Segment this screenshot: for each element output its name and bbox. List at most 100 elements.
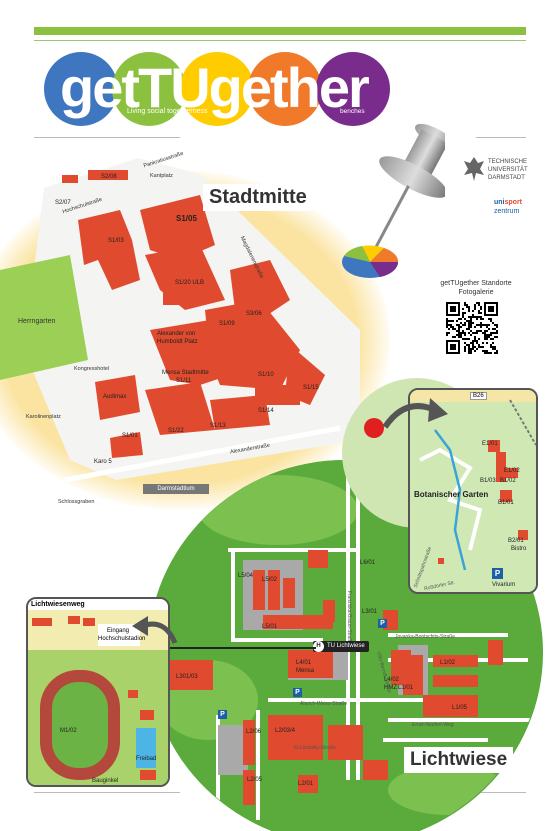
lw-l5-01: L5/01 [262,624,278,630]
qr-module [488,318,490,320]
lw-street-alarich: Alarich-Weiss-Straße [300,701,348,707]
inset-buildings [128,690,156,780]
botanic-title: Botanischer Garten [414,490,489,499]
qr-module [486,324,488,326]
qr-module [462,316,464,318]
qr-module [478,330,480,332]
qr-finder [450,344,456,350]
qr-module [486,352,488,354]
botanic-paths [419,447,483,551]
inset-entrance-line-1: Eingang [106,628,130,634]
qr-module [482,318,484,320]
qr-module [468,332,470,334]
qr-module [474,316,476,318]
qr-module [468,326,470,328]
qr-module [462,308,464,310]
qr-module [470,318,472,320]
qr-module [446,324,448,326]
qr-module [452,328,454,330]
qr-module [484,350,486,352]
logo-circles [44,52,390,126]
botanic-buildings [438,440,528,564]
qr-module [474,346,476,348]
qr-module [450,324,452,326]
qr-module [468,316,470,318]
qr-module [462,330,464,332]
qr-module [456,334,458,336]
lichtwiese-map[interactable] [148,460,543,831]
qr-module [452,320,454,322]
qr-module [478,302,480,304]
lw-street-franziska: Franziska-Braun-Straße [346,590,353,645]
qr-module [464,332,466,334]
qr-module [472,340,474,342]
tu-line-1: TECHNISCHE [488,159,528,165]
qr-module [480,326,482,328]
qr-module [448,332,450,334]
qr-module [480,316,482,318]
qr-module [480,330,482,332]
qr-code-icon[interactable] [444,300,500,356]
lw-l2-06: L2/06 [246,729,262,735]
bot-e1-02: E1/02 [504,468,520,474]
qr-module [476,316,478,318]
bldg-s1-09: S1/09 [219,321,235,327]
qr-module [476,330,478,332]
qr-module [472,322,474,324]
qr-module [492,338,494,340]
qr-module [468,320,470,322]
botanic-grass [410,390,536,592]
botanic-inset[interactable] [408,388,538,594]
qr-module [470,322,472,324]
lw-l4-01: L4/01 [296,660,312,666]
botanic-rail [509,399,536,446]
qr-module [460,336,462,338]
qr-module [486,338,488,340]
qr-module [494,352,496,354]
lw-mensa: Mensa [296,668,315,674]
bldg-s1-01: S1/01 [122,433,138,439]
qr-module [476,318,478,320]
qr-module [476,340,478,342]
qr-module [466,328,468,330]
stadtmitte-map[interactable] [0,150,360,500]
qr-module [470,320,472,322]
qr-module [470,330,472,332]
qr-module [482,332,484,334]
qr-module [484,338,486,340]
qr-module [448,320,450,322]
qr-module [482,324,484,326]
qr-module [480,308,482,310]
lw-l3-01: L3/01 [362,609,378,615]
bldg-s1-14: S1/14 [258,408,274,414]
qr-title: getTUgether Standorte Fotogalerie [421,279,531,297]
bldg-s3-06: S3/06 [246,311,262,317]
qr-module [492,328,494,330]
qr-module [464,342,466,344]
qr-module [460,326,462,328]
inset-freibad: Freibad [136,756,157,762]
qr-module [468,350,470,352]
rainbow-pin-base-icon [342,245,399,278]
stadtmitte-buildings [62,170,325,458]
divider-left [34,137,180,138]
qr-module [486,336,488,338]
qr-module [456,324,458,326]
qr-module [496,352,498,354]
inset-connector-line [166,647,316,649]
tram-stop-icon: H [313,641,324,652]
qr-module [464,334,466,336]
qr-module [468,338,470,340]
botanic-location-marker[interactable] [364,418,384,438]
qr-module [492,346,494,348]
inset-pitch [52,682,108,768]
arrow-to-botanic-icon [382,398,448,429]
qr-module [470,352,472,354]
qr-module [458,324,460,326]
lw-l2-03: L2/03/4 [275,728,296,734]
qr-module [496,326,498,328]
qr-module [470,316,472,318]
unisport-zentrum: zentrum [494,208,520,215]
lw-l2-05: L2/05 [247,777,263,783]
